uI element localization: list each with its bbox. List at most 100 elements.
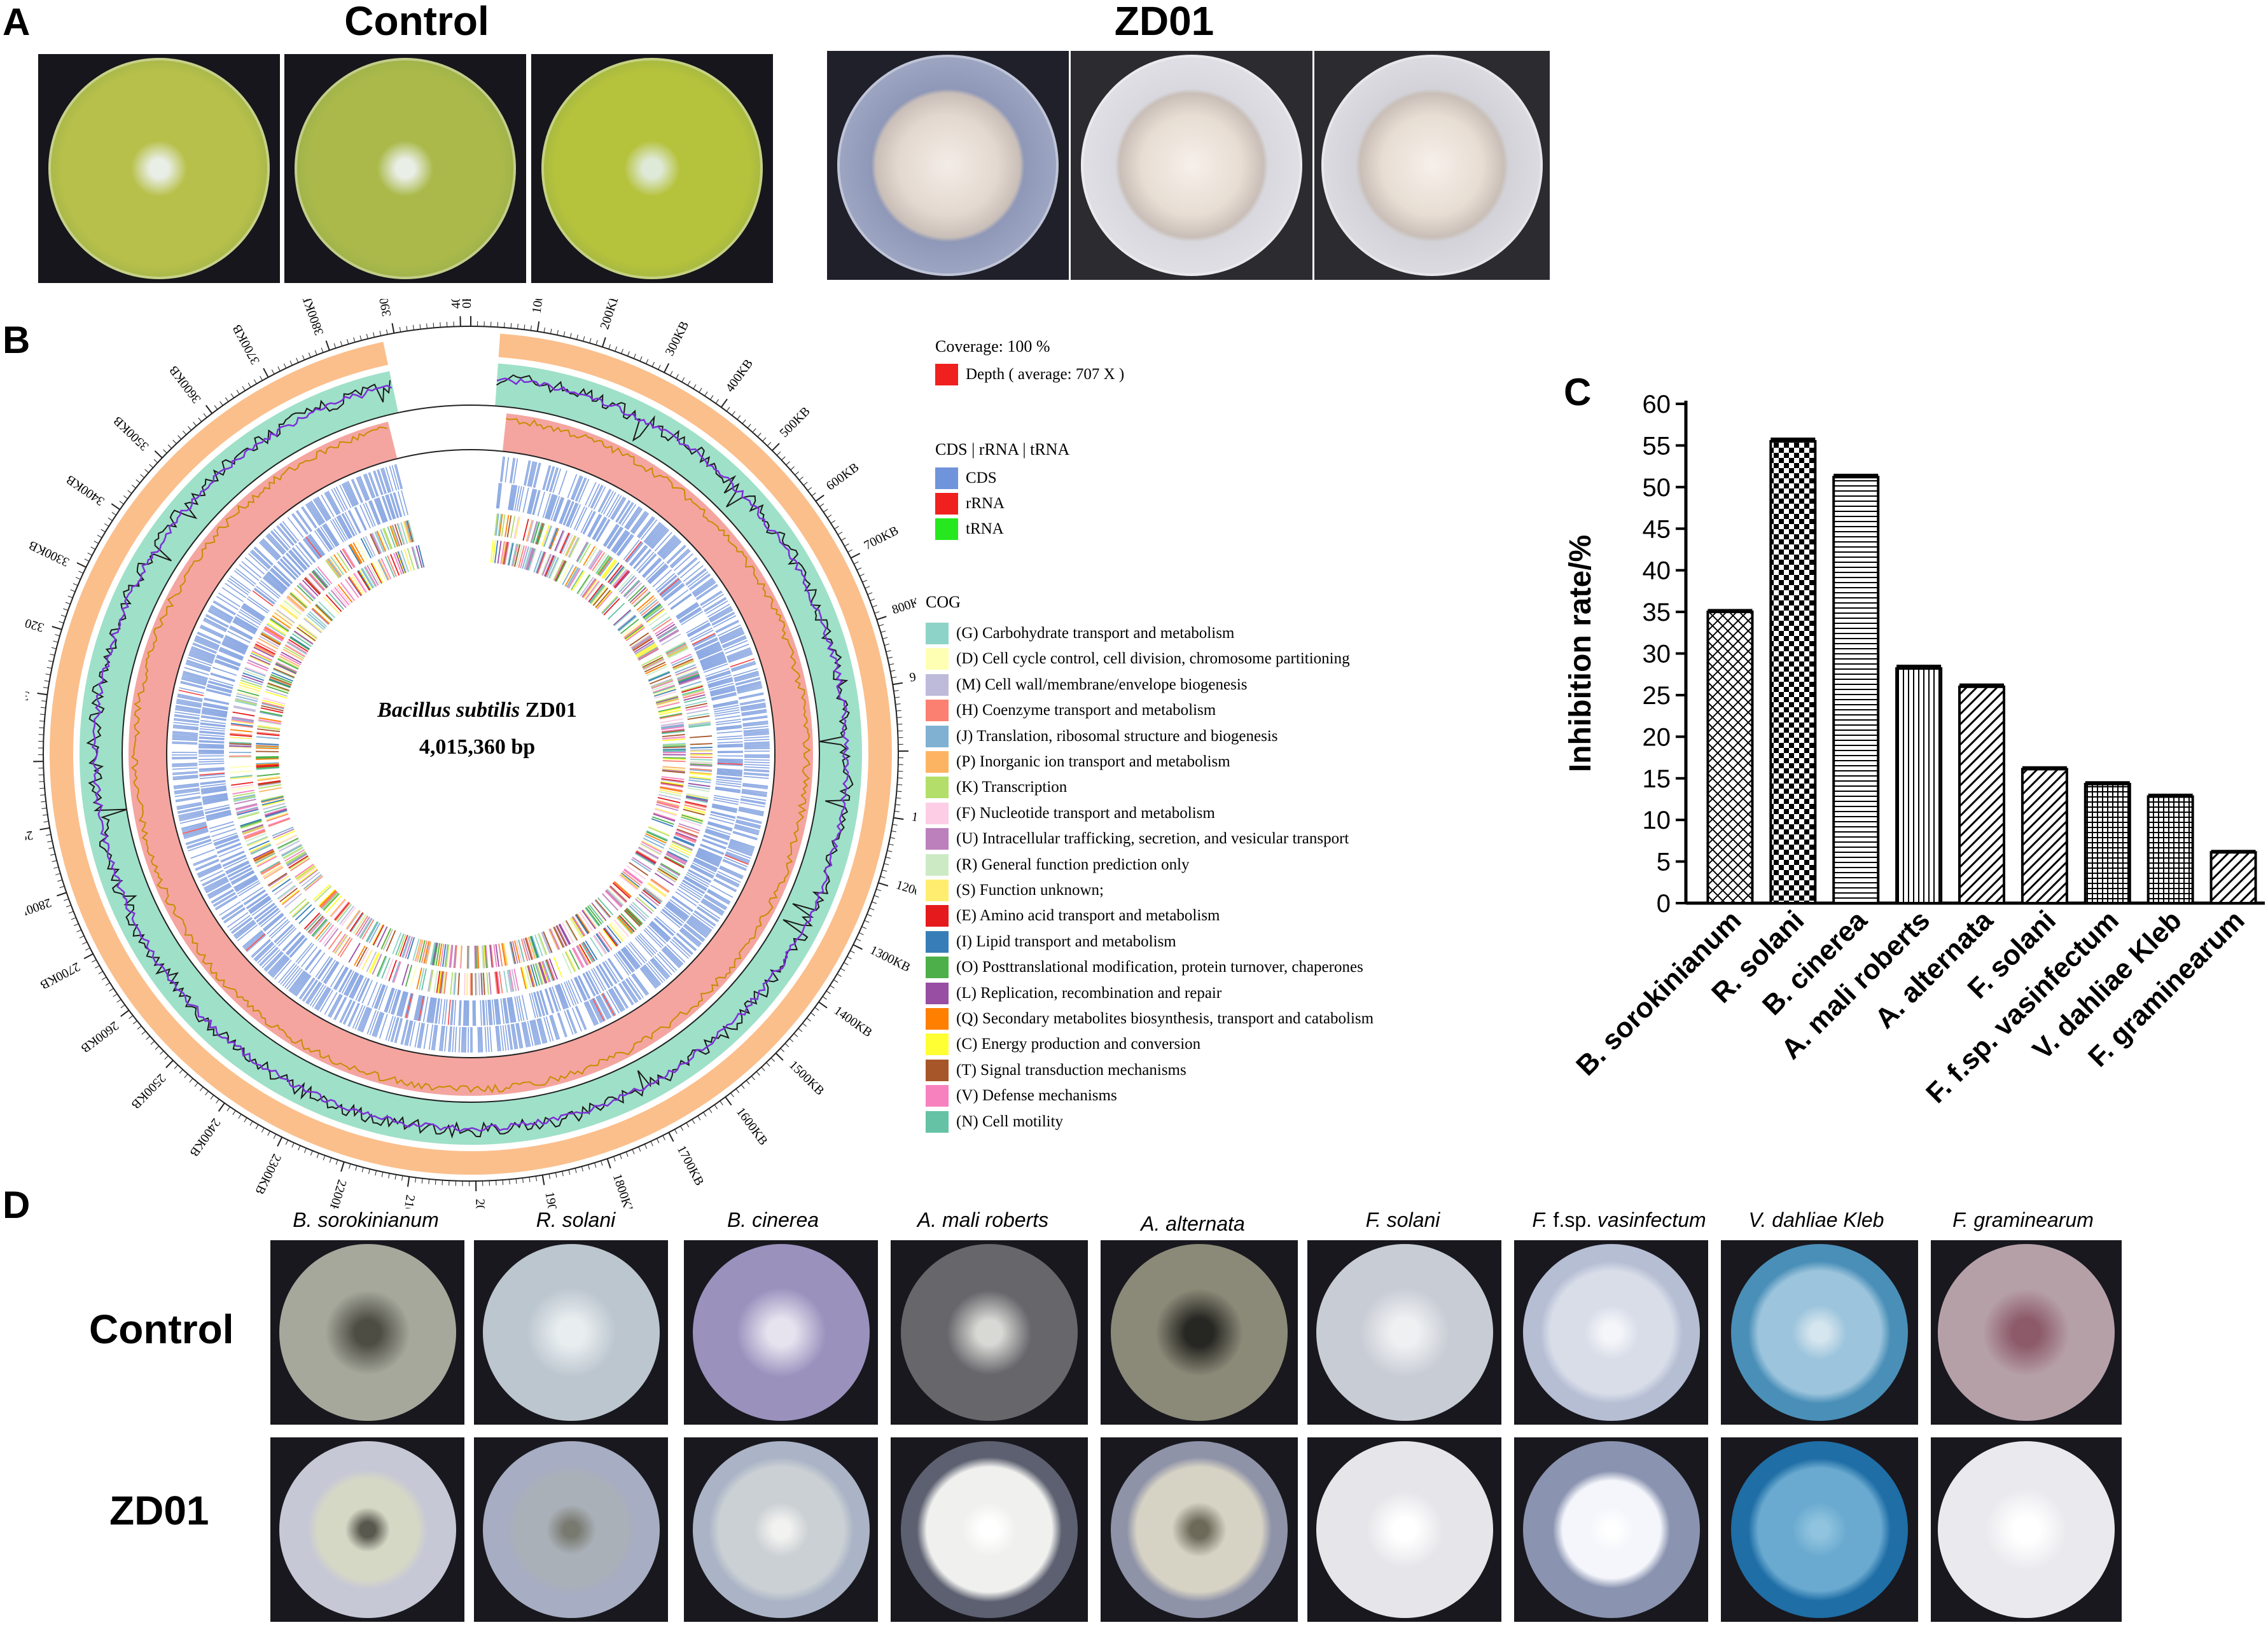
cog-reverse-mark (644, 834, 666, 846)
cog-reverse-mark (662, 757, 686, 759)
cog-reverse-mark (657, 702, 680, 709)
cds-forward-mark (618, 983, 633, 1006)
cds-forward-mark (374, 1012, 384, 1037)
cog-reverse-mark (399, 934, 408, 957)
y-tick-label: 5 (1657, 848, 1671, 876)
cds-reverse-mark (634, 937, 653, 957)
cog-forward-mark (396, 523, 405, 545)
cds-reverse-mark (648, 923, 668, 943)
cds-forward-mark (243, 930, 263, 948)
cog-forward-mark (305, 576, 322, 593)
scale-tick (772, 443, 780, 452)
scale-tick-label: 3500KB (111, 413, 151, 453)
cog-reverse-mark (337, 584, 353, 603)
cog-forward-mark (555, 530, 566, 552)
cds-reverse-mark (602, 962, 617, 985)
cog-reverse-mark (256, 767, 279, 770)
cds-forward-mark (174, 717, 200, 723)
cog-reverse-mark (490, 944, 494, 968)
scale-tick (219, 401, 223, 406)
cog-reverse-mark (407, 548, 415, 570)
cds-reverse-mark (269, 569, 289, 588)
cds-reverse-mark (237, 880, 260, 895)
cds-forward-mark (203, 619, 226, 632)
cog-forward-mark (244, 666, 267, 676)
cog-forward-mark (348, 943, 361, 963)
cds-forward-mark (208, 885, 232, 898)
cog-reverse-mark (372, 923, 384, 945)
cds-forward-mark (599, 489, 612, 513)
cds-reverse-mark (575, 976, 588, 1000)
scale-tick (789, 1038, 794, 1042)
panel-a-dish-photo (827, 51, 1069, 280)
cog-forward-mark (541, 961, 550, 983)
cds-forward-mark (693, 581, 716, 597)
cds-reverse-mark (339, 515, 353, 538)
scale-tick (644, 1144, 648, 1149)
cds-reverse-mark (202, 705, 228, 710)
cog-forward-mark (247, 659, 269, 670)
cog-forward-mark (240, 677, 263, 686)
cds-forward-mark (172, 737, 198, 740)
cog-reverse-mark (275, 663, 296, 675)
cds-forward-mark (645, 523, 663, 544)
cog-forward-mark (667, 647, 688, 658)
cog-forward-mark (276, 609, 295, 624)
cds-forward-mark (679, 561, 700, 579)
cds-reverse-mark (682, 880, 705, 895)
cds-forward-mark (734, 674, 760, 682)
cds-reverse-mark (717, 769, 743, 772)
cds-forward-mark (576, 478, 587, 502)
cds-forward-mark (200, 869, 224, 882)
cog-forward-mark (281, 890, 300, 906)
cds-forward-mark (744, 761, 770, 764)
cds-reverse-mark (702, 840, 727, 850)
cds-reverse-mark (657, 574, 677, 593)
cds-forward-mark (723, 640, 748, 651)
scale-tick (656, 1138, 660, 1144)
scale-tick (65, 602, 71, 605)
cog-forward-mark (231, 784, 254, 789)
cds-forward-mark (591, 999, 604, 1022)
cds-forward-mark (719, 629, 744, 641)
cog-forward-mark (528, 965, 536, 987)
cog-forward-mark (238, 687, 260, 695)
scale-tick (853, 561, 859, 565)
cds-forward-mark (321, 494, 335, 518)
cds-forward-mark (189, 652, 214, 662)
cds-forward-mark (207, 611, 231, 624)
cds-reverse-mark (344, 972, 358, 996)
cds-forward-mark (195, 637, 219, 649)
cds-forward-mark (606, 494, 620, 517)
cds-forward-mark (688, 573, 710, 590)
scale-tick (856, 938, 861, 941)
scale-tick-label: 500KB (777, 405, 812, 441)
cog-forward-mark (631, 588, 648, 605)
cog-forward-mark (604, 562, 620, 581)
scale-tick (815, 494, 824, 502)
cds-forward-mark (744, 742, 770, 745)
cds-reverse-mark (363, 503, 374, 527)
scale-tick (45, 674, 51, 675)
cds-forward-mark (202, 874, 226, 887)
cog-forward-mark (335, 935, 349, 955)
cds-reverse-mark (659, 578, 680, 596)
cds-forward-mark (375, 1013, 385, 1037)
cds-reverse-mark (442, 999, 446, 1025)
cog-reverse-mark (518, 939, 525, 962)
cog-reverse-mark (303, 617, 323, 633)
cog-forward-mark (267, 873, 288, 886)
cds-forward-mark (221, 904, 243, 920)
cds-forward-mark (372, 1011, 381, 1036)
cog-reverse-mark (375, 560, 387, 582)
cog-reverse-mark (257, 726, 281, 731)
cog-forward-mark (401, 964, 409, 986)
cds-reverse-mark (704, 831, 730, 841)
depth-legend: Depth ( average: 707 X ) (935, 364, 1124, 385)
cog-forward-mark (249, 656, 270, 667)
scale-tick (303, 1148, 307, 1153)
cds-forward-mark (527, 461, 534, 487)
cog-forward-mark (687, 712, 709, 718)
scale-tick (874, 611, 880, 614)
cog-reverse-mark (323, 596, 340, 614)
